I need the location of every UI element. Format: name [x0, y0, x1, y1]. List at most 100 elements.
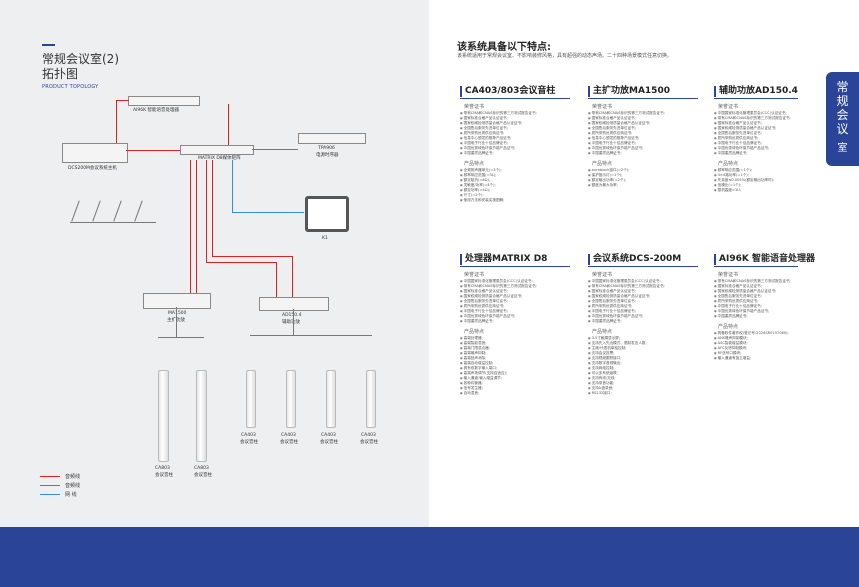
cert-item: 国家权威检测质量合格产品认证证书; [460, 121, 570, 126]
cert-item: 带有CMA和CNAS标识的第三方测试报告证书; [460, 111, 570, 116]
cert-item: 国家标准合格产品认证证书; [460, 289, 570, 294]
cert-list: 带有CMA和CNAS标识的第三方测试报告证书; 国家标准合格产品认证证书; 国家… [460, 111, 570, 156]
audio-line-j [212, 160, 213, 256]
cert-label: 荣誉证书 [592, 104, 613, 110]
legend-swatch-blue [40, 493, 60, 496]
ca403-speaker-2 [286, 370, 296, 428]
control-line-a [252, 149, 298, 150]
feature-item: 支持网络控制; [588, 366, 698, 371]
mic-bus-line [70, 222, 156, 223]
ad150-device [259, 297, 329, 311]
cert-list: 中国国家标准化管理委员会(CCC)认证证书; 带有CMA和CNAS标识的第三方测… [714, 111, 798, 156]
product-title: 主扩功放MA1500 [588, 86, 698, 97]
ca803-sublabel-1: 会议音柱 [155, 473, 173, 478]
ca803-speaker-2 [196, 370, 207, 462]
k1-tablet [305, 196, 349, 232]
cert-item: 中国优秀绿色环保节能产品证书; [460, 146, 570, 151]
cert-item: 中国重质品牌证书; [588, 319, 698, 324]
feature-item: 额定阻抗(=8Ω); [460, 178, 570, 183]
side-tab-char-3: 会 [836, 108, 849, 122]
feature-item: 支持U盘录音; [588, 386, 698, 391]
feature-item: 频率响应范围(=5L); [460, 173, 570, 178]
audio-line-c [126, 150, 180, 151]
cert-item: 质所采购优秀供应商证书; [460, 304, 570, 309]
audio-line-d [228, 104, 229, 145]
feature-item: 尺寸(=2个); [460, 193, 570, 198]
cert-list: 带有CMA和CNAS标识的第三方测试报告证书; 国家标准合格产品认证证书; 国家… [714, 279, 815, 319]
title-underline [460, 266, 570, 267]
mic-2 [92, 200, 101, 222]
audio-line-h [206, 262, 276, 263]
features-subheading: 该系统适用于常规会议室、不影响装修风格，具有超强的动态声场。二十四种场景模式任意… [457, 53, 673, 59]
feature-item: ANS噪声抑制模块; [714, 336, 815, 341]
cert-item: 中国国家标准化管理委员会(CCC)认证证书; [460, 279, 570, 284]
feature-item: RS232接口; [588, 391, 698, 396]
feature-item: AFC反馈抑制模块; [714, 346, 815, 351]
cert-label: 荣誉证书 [718, 104, 739, 110]
feature-item: 输入通道;输入增益调节; [460, 376, 570, 381]
legend-item-1: 音频线 [40, 473, 80, 480]
cert-item: 中国国家标准化管理委员会(CCC)认证证书; [588, 279, 698, 284]
title-underline [714, 266, 798, 267]
feature-item: 支持数字音频输出; [588, 361, 698, 366]
feature-item: 支持视频跟踪接口; [588, 356, 698, 361]
ma1500-label: MA1500 [168, 311, 187, 316]
feature-item: 具有双数字输入端口; [460, 366, 570, 371]
dcs-label: DCS200M会议系统主机 [68, 166, 117, 171]
feature-label: 产品特点 [592, 161, 613, 167]
ca403-label-2: CA403 [281, 433, 296, 438]
feature-item: 信号发生器; [460, 386, 570, 391]
cert-item: 中国重质品牌证书; [714, 314, 815, 319]
cert-item: 中国重质品牌证书; [460, 151, 570, 156]
ca803-label-2: CA803 [194, 466, 209, 471]
feature-item: 输入通道有独立增益; [714, 356, 815, 361]
page-title-en: PRODUCT TOPOLOGY [42, 84, 99, 90]
feature-item: 全频扬声器单元(=3个); [460, 168, 570, 173]
feature-item: RF信号口模块; [714, 351, 815, 356]
feature-label: 产品特点 [464, 329, 485, 335]
audio-line-a [116, 100, 129, 101]
feature-item: 高端智能混音; [460, 341, 570, 346]
ca403-sublabel-4: 会议音柱 [360, 440, 378, 445]
cert-item: 全国售后服务先进单位证书; [714, 131, 798, 136]
feature-item: 自动混音; [460, 391, 570, 396]
matrix-device [180, 145, 254, 155]
legend-swatch-gray [40, 484, 60, 487]
audio-line-k [212, 256, 292, 257]
audio-line-b [116, 100, 117, 143]
ai96k-label: AI96K 智能语音处理器 [133, 108, 180, 113]
cert-item: 全国售后服务先进单位证书; [460, 299, 570, 304]
mic-1 [71, 200, 80, 222]
cert-item: 中国重质品牌证书; [714, 151, 798, 156]
feature-list: 频率响应范围(=1个); 4×4路功率(=1个); 失真度≤0.005%(额定输… [714, 168, 798, 193]
ca403-speaker-3 [326, 370, 336, 428]
ca803-sublabel-2: 会议音柱 [194, 473, 212, 478]
title-underline [460, 98, 570, 99]
feature-item: 4×4路功率(=1个); [714, 173, 798, 178]
cert-item: 中国电子行业十佳品牌证书; [588, 141, 698, 146]
ai96k-device [128, 96, 200, 106]
cert-item: 中国重质品牌证书; [588, 151, 698, 156]
cert-item: 带有CMA和CNAS标识的第三方测试报告证书; [714, 116, 798, 121]
legend-swatch-red [40, 475, 60, 478]
side-tab: 常 规 会 议 室 [826, 72, 859, 166]
feature-item: 主席/代表机单独控制; [588, 346, 698, 351]
cert-item: 国家标准合格产品认证证书; [714, 121, 798, 126]
ad150-sublabel: 辅助功放 [282, 320, 300, 325]
cert-label: 荣誉证书 [464, 104, 485, 110]
feature-item: 高端处理器; [460, 336, 570, 341]
side-tab-char-1: 常 [836, 80, 849, 94]
cert-item: 中国国家标准化管理委员会(CCC)认证证书; [714, 111, 798, 116]
product-title: 处理器MATRIX D8 [460, 254, 570, 265]
feature-item: 支持录音功能; [588, 381, 698, 386]
title-line-1: 常规会议室(2) [42, 52, 119, 66]
product-ad150: 辅助功放AD150.4 荣誉证书 中国国家标准化管理委员会(CCC)认证证书; … [714, 86, 798, 193]
product-matrix-d8: 处理器MATRIX D8 荣誉证书 中国国家标准化管理委员会(CCC)认证证书;… [460, 254, 570, 396]
feature-item: 额定功率(=4Ω); [460, 188, 570, 193]
cert-item: 国家权威检测质量合格产品认证证书; [460, 294, 570, 299]
cert-label: 荣誉证书 [464, 272, 485, 278]
cert-item: 带有CMA和CNAS标识的第三方测试报告证书; [588, 284, 698, 289]
cert-item: 质所采购优秀供应商证书; [714, 136, 798, 141]
tpa906-sublabel: 电源时序器 [316, 153, 339, 158]
cert-item: 全国售后服务先进单位证书; [588, 299, 698, 304]
